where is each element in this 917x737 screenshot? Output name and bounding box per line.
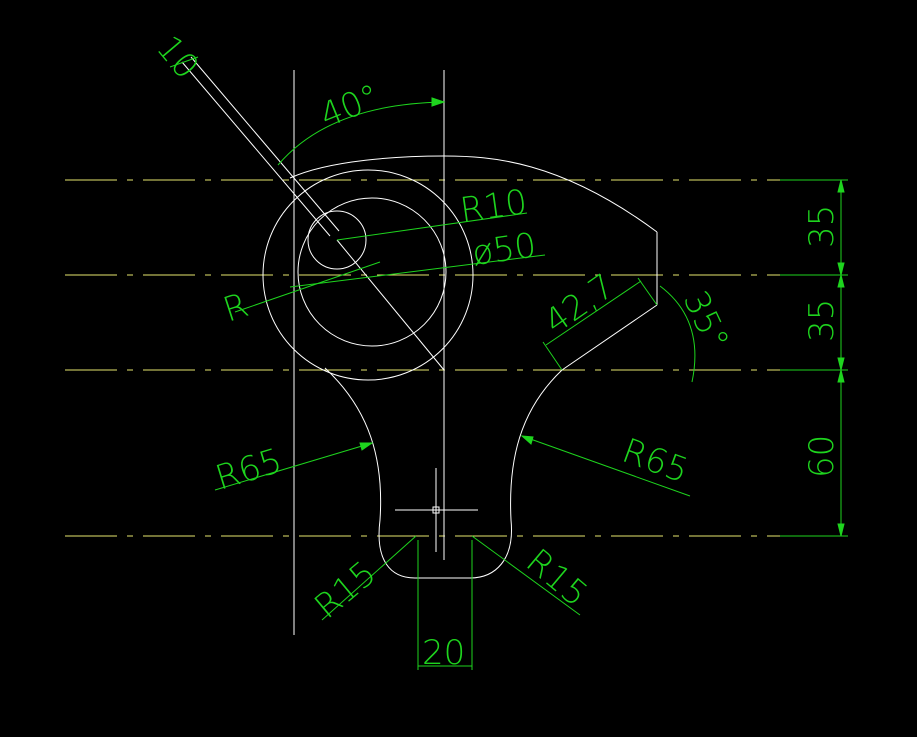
dim-35-angle-label: 35° [675,285,737,357]
dim-v35-mid-label: 35 [802,299,842,342]
dimension-text: 10 40° R10 ø50 R 42,7 35° 35 35 60 R65 R… [148,28,842,673]
dim-10-label: 10 [148,28,206,87]
dim-35-arc [659,285,696,383]
dim-v60-label: 60 [802,435,842,478]
left-r15-arc [378,519,416,579]
centerlines [65,179,845,537]
dim-40-arrow [431,97,446,107]
dim-v35-top-label: 35 [802,205,842,248]
dim-40-label: 40° [314,77,385,137]
construction-lines [293,70,445,635]
dim-vert-arrow-6 [837,523,845,537]
dim-vert-arrow-3 [837,274,845,288]
dim-vert-arrow-5 [837,369,845,383]
dim-r65-right-label: R65 [617,431,694,491]
slot-bar-edge-1 [181,61,331,237]
dim-r15-right-leader [471,535,581,616]
circle-dia50 [297,197,447,347]
diagonal-line [336,239,445,371]
dim-r65-left-leader [214,442,373,491]
dim-42-7-label: 42,7 [537,266,622,342]
dim-r65-left-arrow [359,442,374,451]
dim-42-7-ext1 [542,341,563,371]
slot-bar-edge-2 [190,56,340,232]
dim-vert-arrow-4 [837,357,845,371]
right-r65-arc [510,369,563,521]
dim-42-7-line [545,280,642,346]
left-r65-arc [324,367,382,521]
dim-42-7-ext2 [637,277,658,306]
dim-r65-right-leader [521,435,691,497]
dim-vert-arrow-1 [837,179,845,193]
dim-r-label: R [218,285,253,330]
dim-r65-right-arrow [520,435,534,445]
dim-20-label: 20 [422,633,465,673]
dim-vert-arrow-2 [837,262,845,276]
geometry [181,56,658,579]
dim-r15-right-label: R15 [518,541,595,615]
dim-r65-left-label: R65 [211,441,287,499]
dim-40-arc [277,101,445,166]
dim-r15-left-leader [321,535,417,621]
dim-dia50-leader [289,254,546,288]
dim-r10-leader [336,212,528,241]
cursor-box [432,506,440,514]
right-r15-arc [469,519,512,579]
dim-dia50-label: ø50 [470,225,539,274]
dimension-lines [169,56,848,670]
dim-r10-label: R10 [458,182,530,231]
dim-r15-left-label: R15 [307,553,384,627]
slanted-edge [561,304,658,371]
top-arc [289,155,658,233]
outer-circle [262,169,474,381]
dim-r-leader [234,261,381,313]
dim-10-line [169,56,199,68]
circle-r10 [307,210,367,270]
